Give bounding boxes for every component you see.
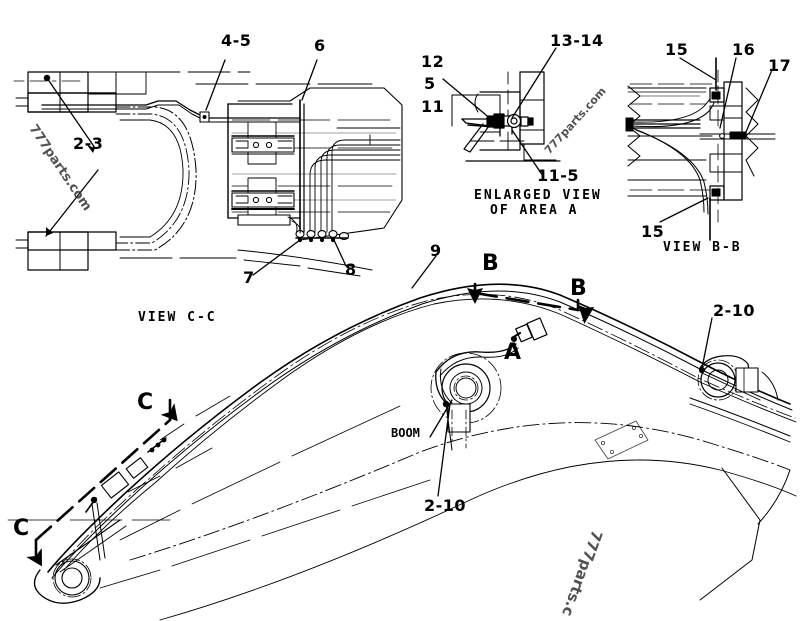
enlarged-view-leaders [442, 47, 557, 177]
callout-4-5: 4-5 [221, 31, 252, 50]
label-boom: BOOM [391, 426, 420, 440]
callout-9: 9 [430, 241, 442, 260]
section-mark-b-left: B [482, 251, 499, 276]
callout-15-top: 15 [665, 40, 689, 59]
enlarged-view-geometry [451, 71, 561, 162]
callout-11: 11 [421, 97, 445, 116]
callout-17: 17 [768, 56, 792, 75]
main-boom-leaders [411, 255, 713, 497]
callout-13-14: 13-14 [550, 31, 604, 50]
view-c-c-leaders [43, 59, 347, 276]
main-boom-geometry [7, 282, 797, 621]
section-mark-a: A [504, 340, 522, 365]
view-title-b-b: VIEW B-B [663, 240, 742, 255]
callout-11-5: 11-5 [537, 166, 580, 185]
view-title-enlarged-line2: OF AREA A [490, 203, 579, 218]
callout-8: 8 [345, 260, 357, 279]
callout-5: 5 [424, 74, 436, 93]
view-title-c-c: VIEW C-C [138, 310, 217, 325]
callout-2-10-left: 2-10 [424, 496, 467, 515]
callout-15-bottom: 15 [641, 222, 665, 241]
callout-7: 7 [243, 268, 255, 287]
section-mark-c-upper: C [137, 390, 154, 415]
callout-2-10-right: 2-10 [713, 301, 756, 320]
view-title-enlarged-line1: ENLARGED VIEW [474, 188, 602, 203]
section-mark-b-right: B [570, 276, 587, 301]
callout-6: 6 [314, 36, 326, 55]
callout-12: 12 [421, 52, 445, 71]
callout-2-3: 2-3 [73, 134, 104, 153]
view-c-c-geometry [13, 71, 403, 277]
callout-16: 16 [732, 40, 756, 59]
section-mark-c-lower: C [13, 516, 30, 541]
view-b-b-geometry [625, 57, 776, 241]
view-b-b-leaders [659, 57, 773, 223]
